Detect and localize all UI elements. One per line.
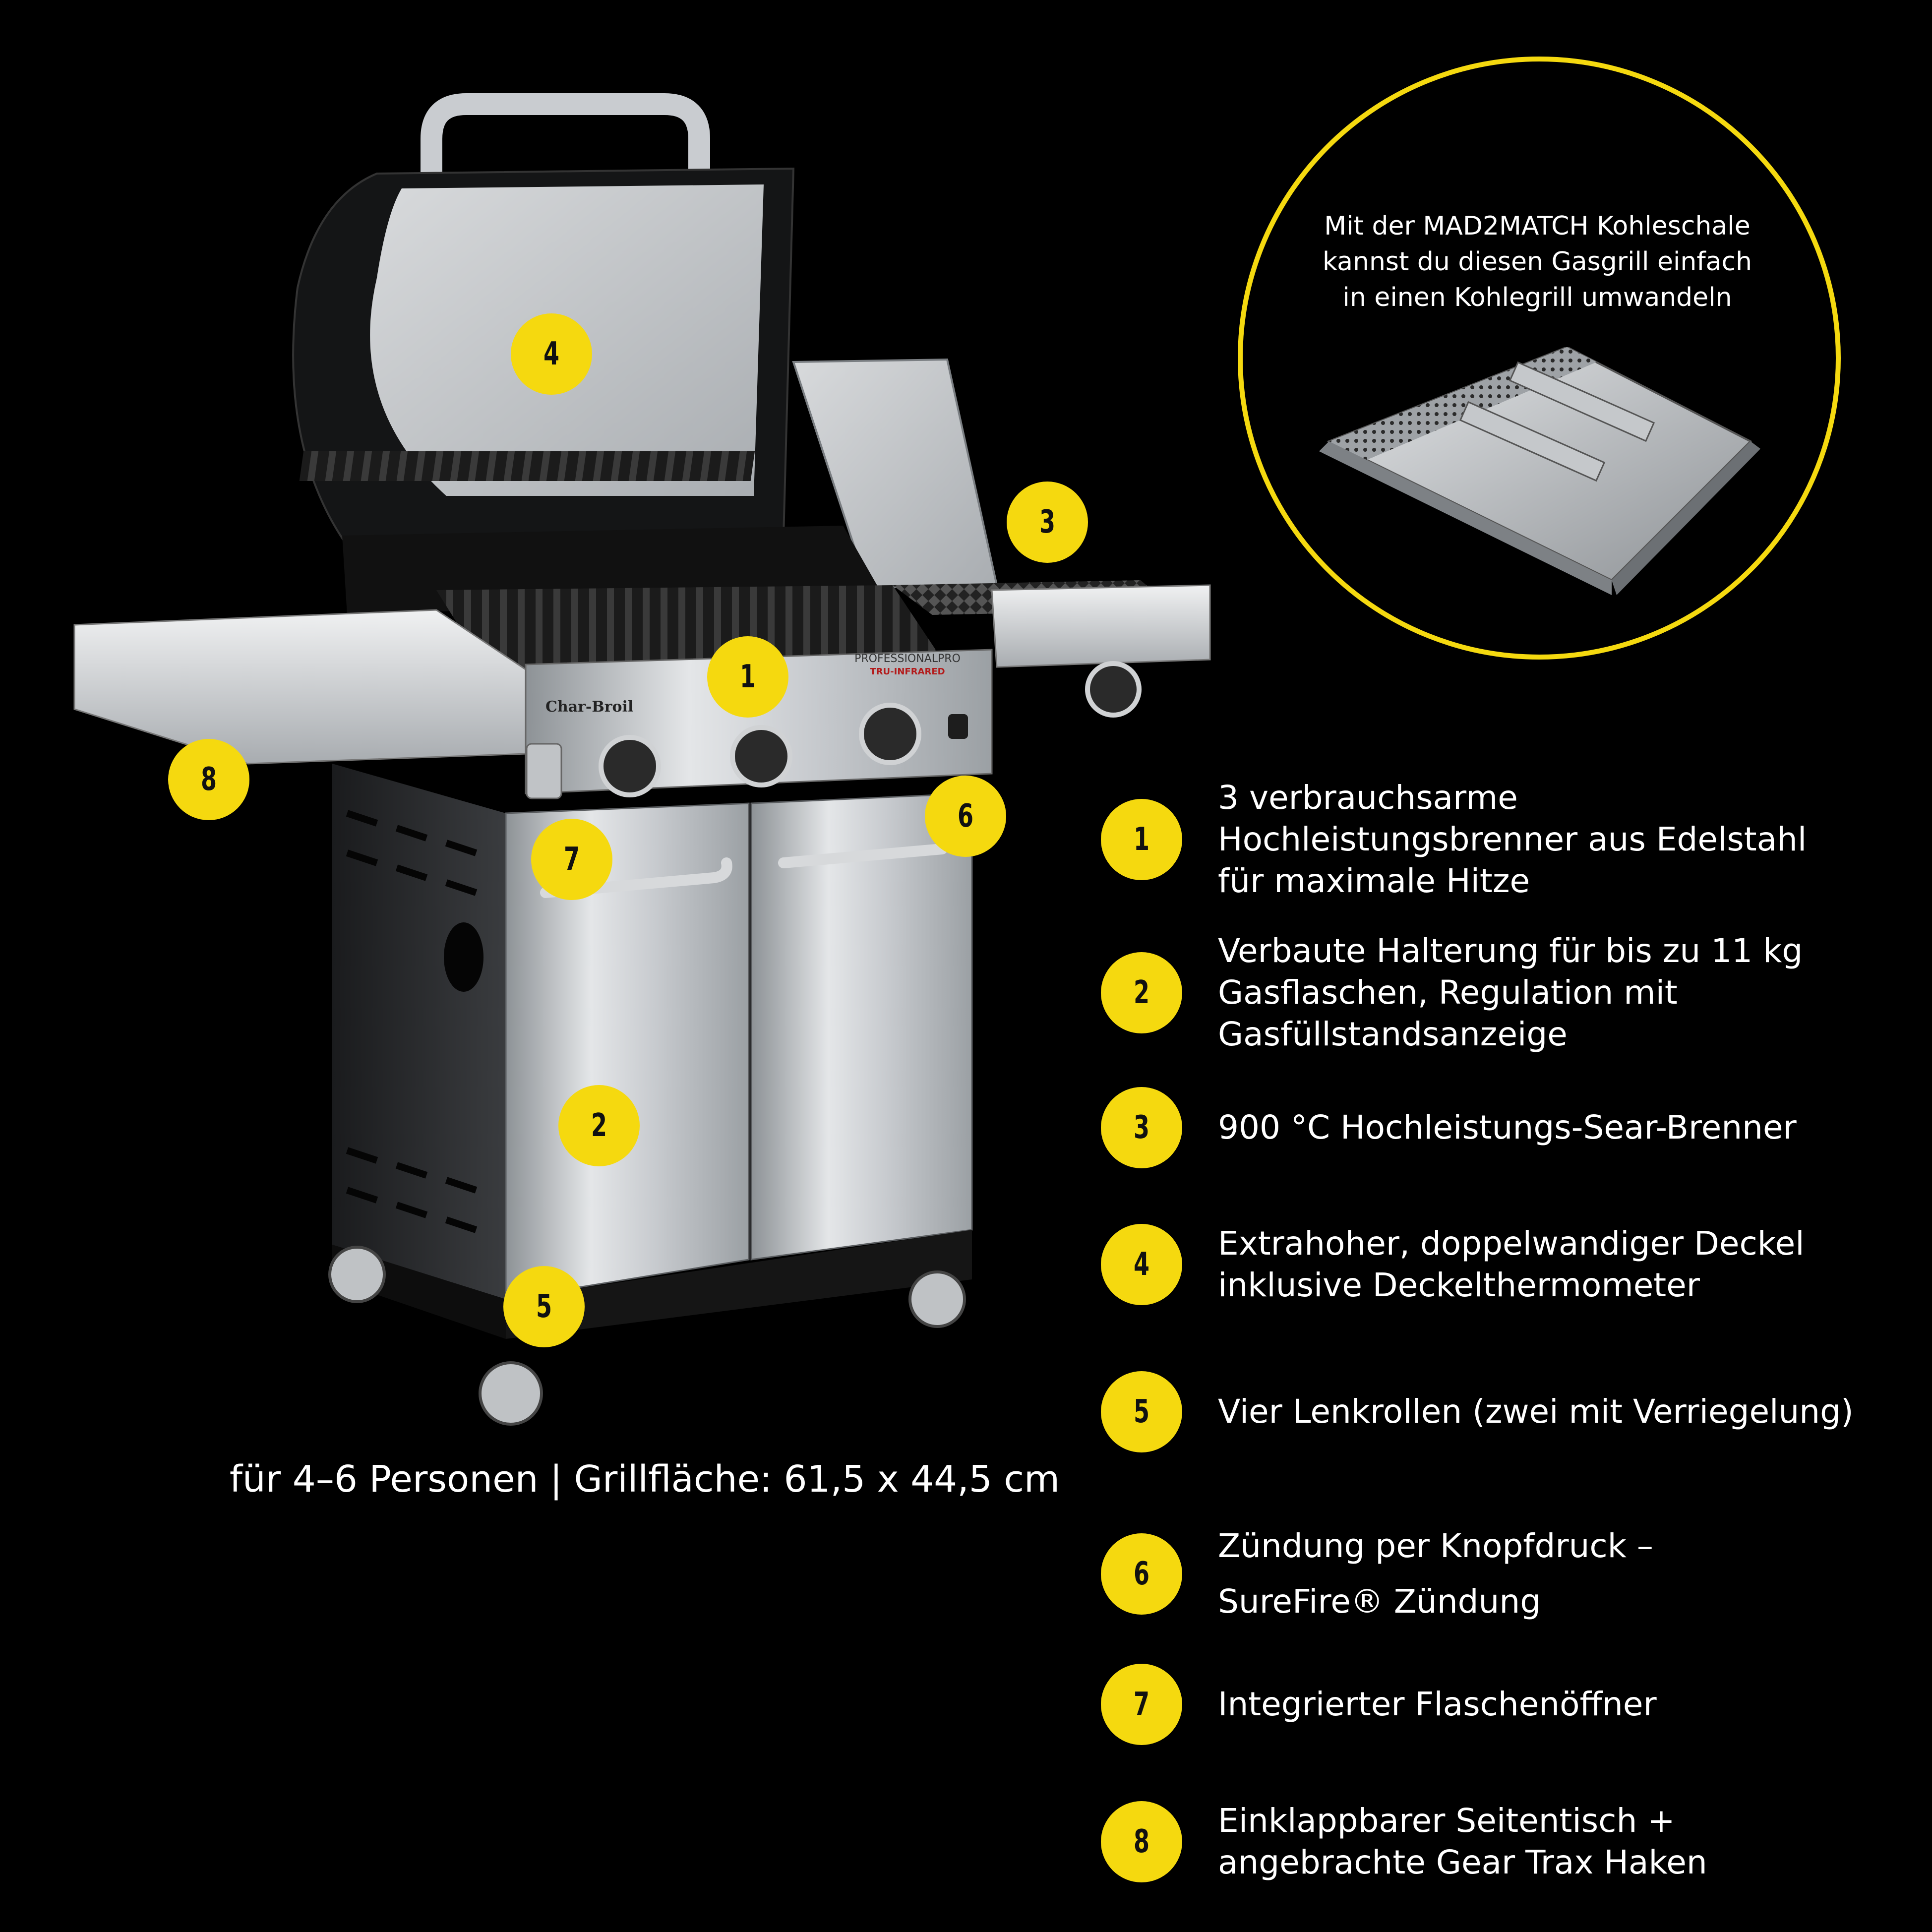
grill-marker-2: 2 [558,1085,640,1166]
grill-marker-3: 3 [1007,482,1088,563]
side-burner-knob [1085,661,1142,718]
feature-item-2: 2 Verbaute Halterung für bis zu 11 kg Ga… [1101,930,1924,1055]
feature-number-badge: 7 [1101,1664,1182,1745]
tank-hole [444,922,483,992]
feature-text: Extrahoher, doppelwandiger Deckel inklus… [1218,1224,1805,1304]
feature-text: 3 verbrauchsarme Hochleistungsbrenner au… [1218,779,1807,900]
burner-knob [859,703,921,765]
feature-number-badge: 3 [1101,1087,1182,1168]
charcoal-tray-callout [1238,57,1841,660]
feature-number-badge: 1 [1101,799,1182,880]
right-side-shelf [991,584,1211,668]
brand-logo: Char-Broil [545,698,633,716]
feature-item-3: 3 900 °C Hochleistungs-Sear-Brenner [1101,1087,1924,1168]
caster-wheels [328,1246,966,1426]
feature-item-4: 4 Extrahoher, doppelwandiger Deckel inkl… [1101,1223,1924,1306]
bottle-opener [526,743,562,799]
feature-item-5: 5 Vier Lenkrollen (zwei mit Verriegelung… [1101,1371,1924,1452]
feature-item-1: 1 3 verbrauchsarme Hochleistungsbrenner … [1101,777,1924,902]
feature-text: Einklappbarer Seitentisch + angebrachte … [1218,1802,1707,1881]
cooking-grate [436,585,942,669]
burner-knob [599,735,661,797]
grill-marker-5: 5 [503,1266,585,1347]
feature-item-8: 8 Einklappbarer Seitentisch + angebracht… [1101,1800,1924,1883]
feature-number-badge: 5 [1101,1371,1182,1452]
cabinet-vents [346,810,478,1233]
charcoal-tray-image [1319,347,1760,595]
grill-marker-1: 1 [707,636,788,718]
door-handle [540,857,732,898]
grill-marker-8: 8 [168,739,249,820]
model-subname: TRU-INFRARED [870,666,945,677]
grill-marker-4: 4 [511,313,592,395]
cabinet-side [332,764,506,1299]
feature-text: 900 °C Hochleistungs-Sear-Brenner [1218,1108,1797,1147]
feature-number-badge: 2 [1101,952,1182,1033]
burner-knob [730,725,792,787]
lid-handle [421,93,710,179]
feature-text: Verbaute Halterung für bis zu 11 kg Gasf… [1218,932,1803,1053]
ignition-button [948,714,968,739]
left-side-shelf [73,609,527,765]
warming-rack [299,451,755,481]
grill-marker-6: 6 [925,776,1006,857]
feature-number-badge: 8 [1101,1801,1182,1882]
capacity-info: für 4–6 Personen | Grillfläche: 61,5 x 4… [229,1458,1060,1501]
door-handle [778,844,948,868]
cabinet-door-left [505,802,750,1300]
feature-number-badge: 6 [1101,1533,1182,1615]
feature-text: Vier Lenkrollen (zwei mit Verriegelung) [1218,1392,1854,1431]
feature-text: Integrierter Flaschenöffner [1218,1685,1657,1723]
grill-marker-7: 7 [531,819,612,900]
feature-item-6: 6 Zündung per Knopfdruck – SureFire® Zün… [1101,1518,1924,1630]
model-name: PROFESSIONALPRO [854,653,961,665]
feature-item-7: 7 Integrierter Flaschenöffner [1101,1664,1924,1745]
cabinet-base [506,1230,972,1339]
callout-text: Mit der MAD2MATCH Kohleschale kannst du … [1322,211,1752,312]
feature-text: Zündung per Knopfdruck – SureFire® Zündu… [1218,1527,1653,1621]
feature-number-badge: 4 [1101,1224,1182,1305]
